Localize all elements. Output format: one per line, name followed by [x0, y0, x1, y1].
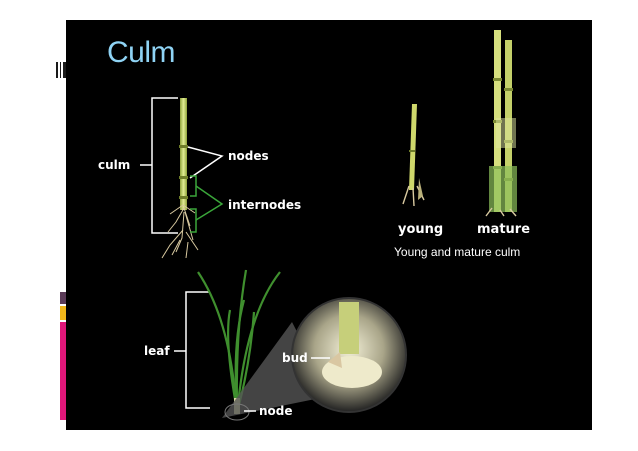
young-culm-illustration	[402, 104, 425, 207]
label-leaf: leaf	[144, 344, 170, 358]
label-young: young	[398, 222, 444, 237]
label-culm: culm	[98, 158, 131, 172]
left-decoration	[56, 62, 66, 420]
photo-caption: Young and mature culm	[394, 245, 521, 259]
roots	[161, 204, 199, 259]
leaf-diagram	[174, 269, 407, 421]
slide-title: Culm	[107, 36, 176, 69]
culm-stem	[180, 98, 187, 210]
label-bud: bud	[282, 351, 308, 365]
culm-diagram	[140, 97, 224, 259]
label-node: node	[259, 404, 293, 418]
mature-culm-illustration	[485, 30, 517, 217]
label-internodes: internodes	[228, 198, 302, 212]
bud-magnifier	[291, 297, 407, 413]
label-mature: mature	[477, 222, 531, 237]
label-nodes: nodes	[228, 149, 269, 163]
